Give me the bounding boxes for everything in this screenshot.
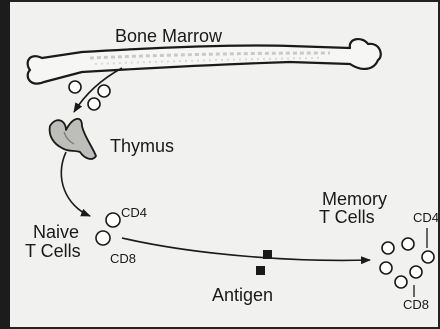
naive-cd8-label: CD8 xyxy=(110,251,136,266)
marrow-cell xyxy=(88,98,100,110)
memory-cell xyxy=(402,238,414,250)
naive-t-cells-label-line1: Naive xyxy=(33,222,79,242)
antigen-marker xyxy=(256,266,265,275)
naive-t-cells-label-line2: T Cells xyxy=(25,241,81,261)
naive-cd4-label: CD4 xyxy=(121,205,147,220)
marrow-cell xyxy=(98,85,110,97)
memory-cell xyxy=(382,242,394,254)
antigen-label: Antigen xyxy=(212,285,273,305)
memory-cell-cluster xyxy=(380,238,434,288)
naive-cd8-cell xyxy=(96,231,110,245)
memory-cell xyxy=(380,262,392,274)
bone-icon xyxy=(28,39,381,84)
memory-cell xyxy=(395,276,407,288)
memory-t-cells-label-line2: T Cells xyxy=(319,207,375,227)
memory-cell xyxy=(422,251,434,263)
arrow-naive-to-memory xyxy=(122,238,370,260)
memory-t-cells-label-line1: Memory xyxy=(322,189,387,209)
bone-marrow-label: Bone Marrow xyxy=(115,26,223,46)
marrow-cell xyxy=(69,81,81,93)
memory-cell xyxy=(410,266,422,278)
left-edge-bar xyxy=(0,0,10,329)
antigen-marker xyxy=(263,250,272,259)
arrow-thymus-to-naive xyxy=(61,152,90,216)
thymus-label: Thymus xyxy=(110,136,174,156)
memory-cd4-label: CD4 xyxy=(413,210,439,225)
thymus-icon xyxy=(50,119,96,159)
memory-cd8-label: CD8 xyxy=(403,297,429,312)
naive-cd4-cell xyxy=(106,213,120,227)
